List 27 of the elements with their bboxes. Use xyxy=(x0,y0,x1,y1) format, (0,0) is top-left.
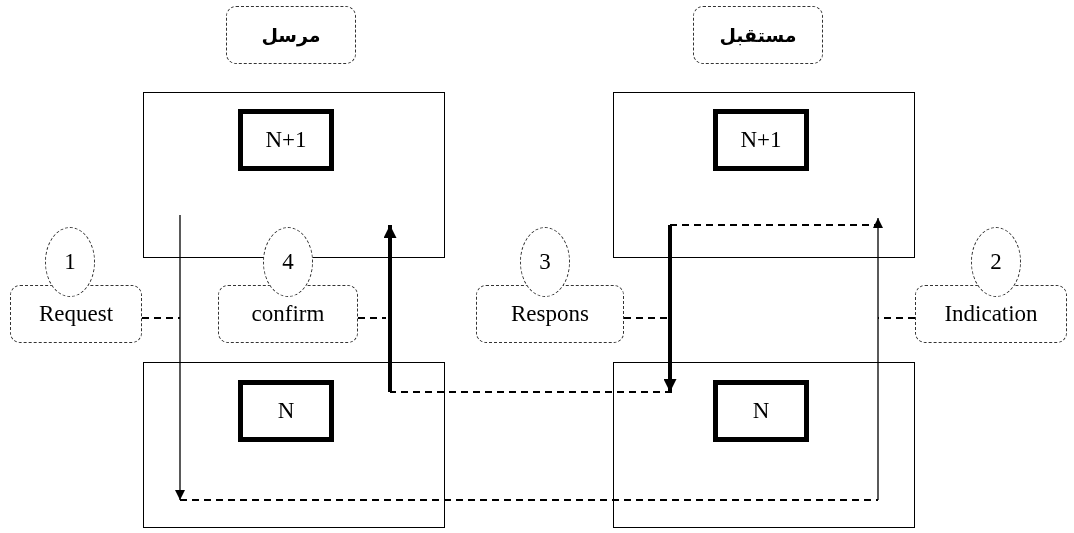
layer-box xyxy=(613,92,915,258)
layer-box xyxy=(613,362,915,528)
arrow xyxy=(175,214,185,501)
leader-line xyxy=(357,317,387,319)
arrow xyxy=(663,225,677,392)
primitive-box: Request xyxy=(10,285,142,343)
primitive-box: Respons xyxy=(476,285,624,343)
layer-box xyxy=(143,362,445,528)
arrow xyxy=(873,217,883,501)
primitive-box: Indication xyxy=(915,285,1067,343)
connector-line xyxy=(389,391,673,393)
layer-box: N xyxy=(713,380,809,442)
leader-line xyxy=(877,317,916,319)
number-ellipse: 4 xyxy=(263,227,313,297)
primitive-box: confirm xyxy=(218,285,358,343)
number-ellipse: 1 xyxy=(45,227,95,297)
layer-box: N+1 xyxy=(238,109,334,171)
title-box: مستقبل xyxy=(693,6,823,64)
leader-line xyxy=(623,317,669,319)
connector-line xyxy=(179,499,879,501)
number-ellipse: 2 xyxy=(971,227,1021,297)
layer-box: N+1 xyxy=(713,109,809,171)
number-ellipse: 3 xyxy=(520,227,570,297)
title-box: مرسل xyxy=(226,6,356,64)
arrow xyxy=(383,225,397,392)
leader-line xyxy=(141,317,181,319)
layer-box: N xyxy=(238,380,334,442)
